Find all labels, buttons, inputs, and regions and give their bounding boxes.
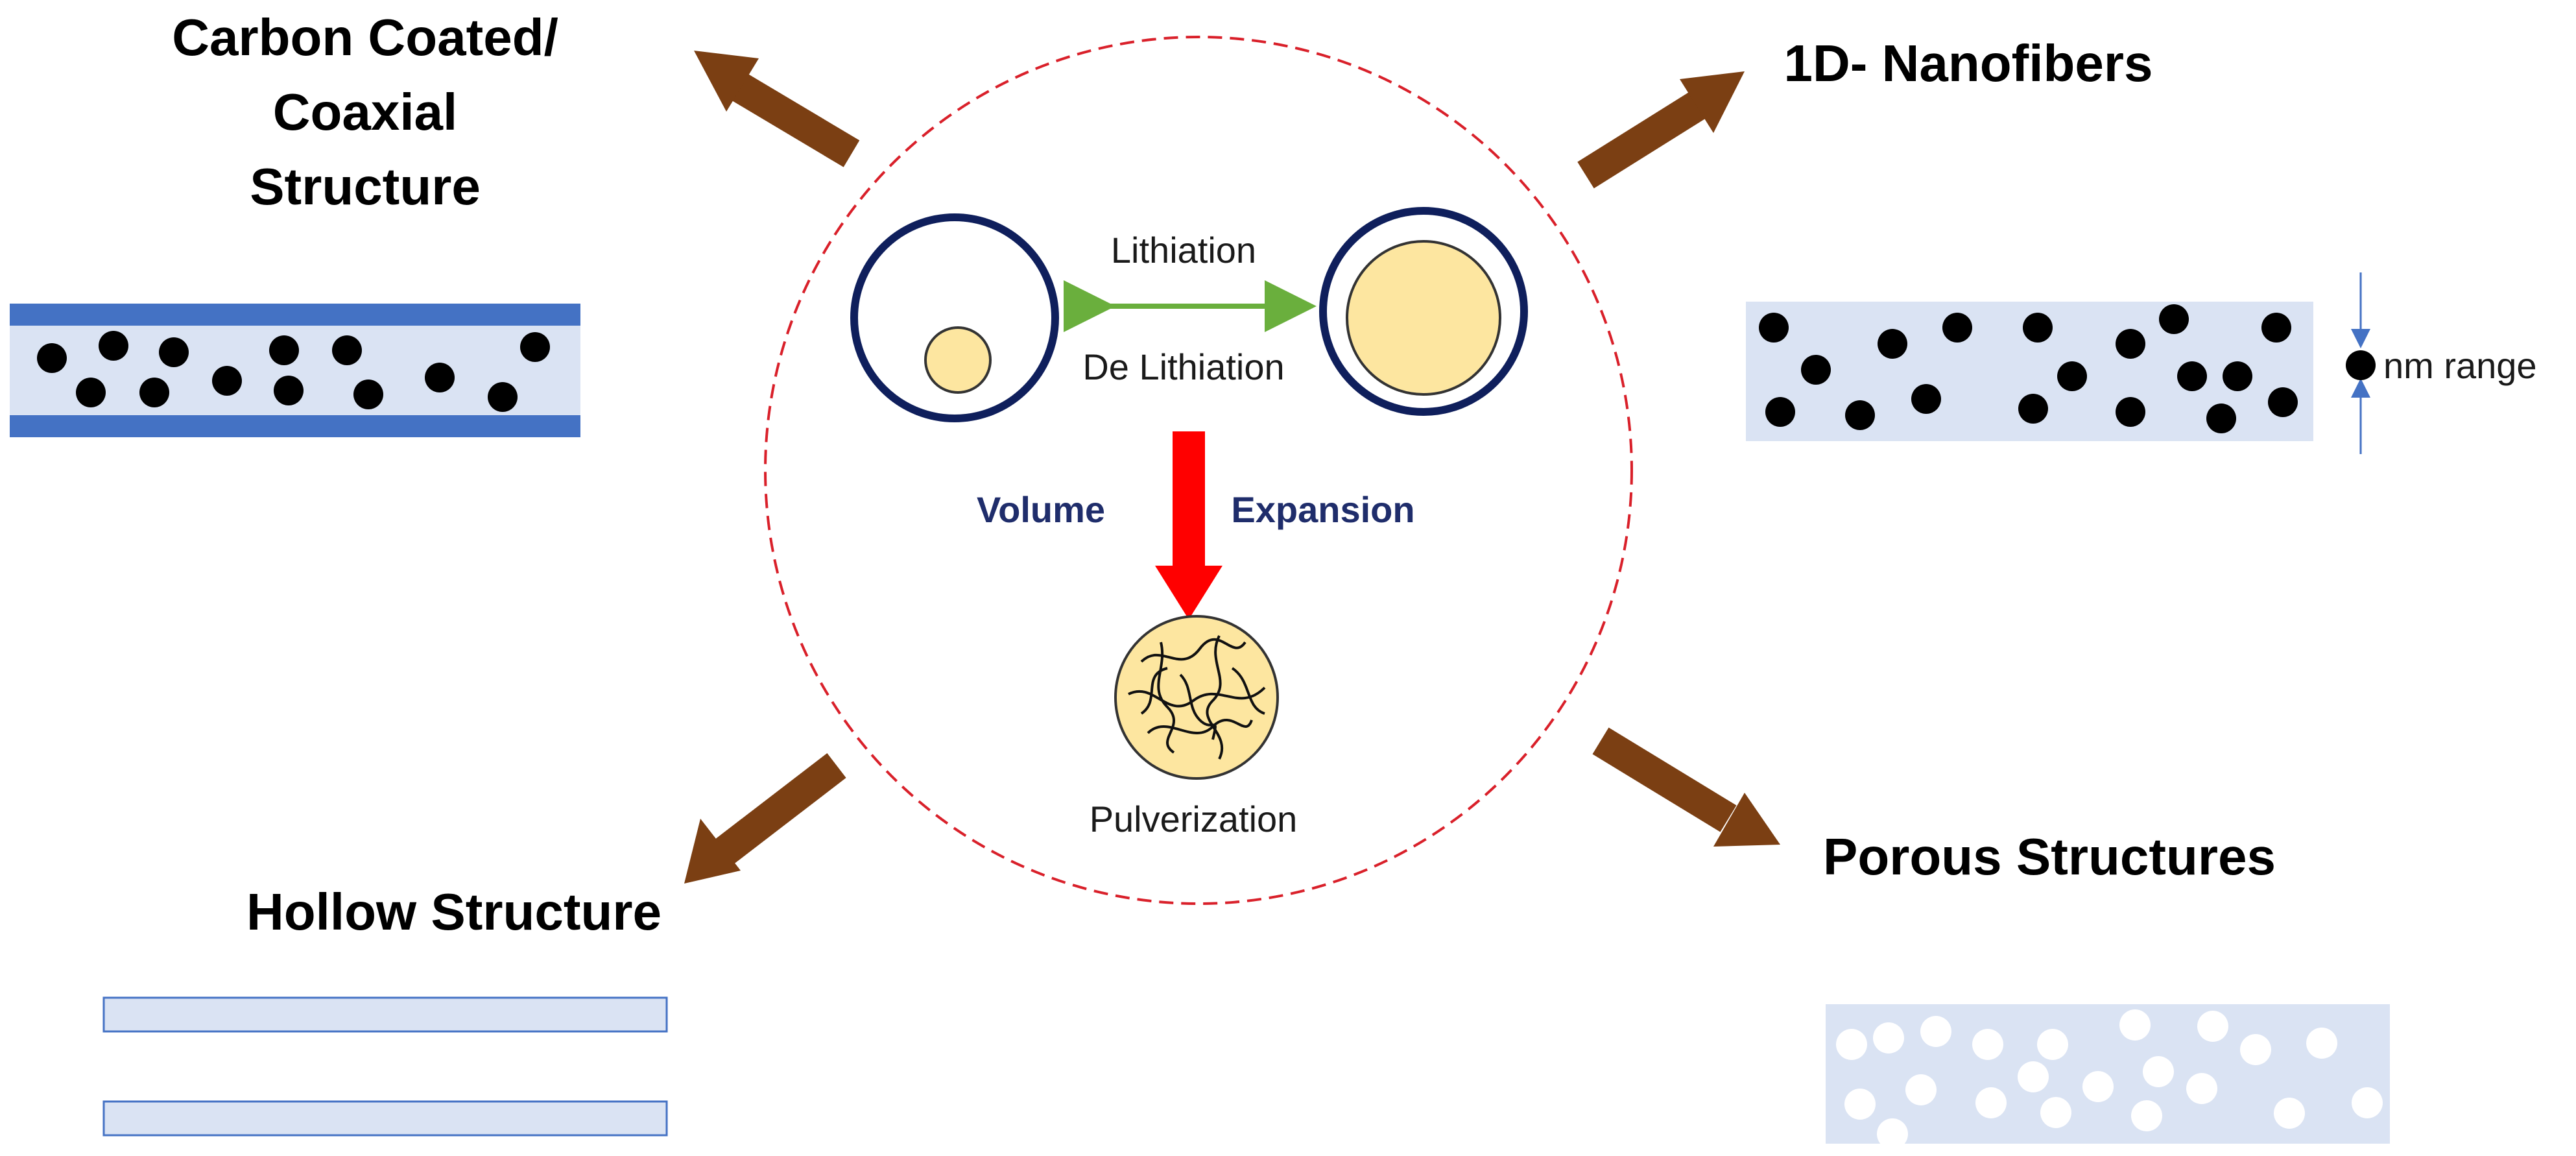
hollow-title: Hollow Structure <box>246 883 662 941</box>
arrow-to-porous <box>1592 727 1780 847</box>
nm-particle-dot <box>2346 350 2376 380</box>
expanded-particle <box>1319 207 1528 416</box>
carbon-coated-title-line1: Carbon Coated/ <box>172 8 558 66</box>
carbon-coated-title-line3: Structure <box>250 158 481 215</box>
nanofibers-title: 1D- Nanofibers <box>1784 34 2153 92</box>
nm-range-label: nm range <box>2383 345 2537 386</box>
arrow-to-hollow <box>684 753 846 884</box>
lithiation-label: Lithiation <box>1111 230 1256 271</box>
volume-label: Volume <box>977 489 1105 530</box>
arrow-to-carbon-coated <box>694 51 860 167</box>
hollow-fiber <box>102 996 668 1137</box>
pulverized-particle <box>1114 615 1279 780</box>
porous-title: Porous Structures <box>1823 828 2276 885</box>
small-particle <box>850 213 1059 422</box>
expansion-label: Expansion <box>1231 489 1414 530</box>
coaxial-fiber <box>10 304 580 437</box>
carbon-coating-top <box>10 304 580 326</box>
carbon-coated-title-line2: Coaxial <box>273 83 458 141</box>
hollow-wall-bottom <box>102 1100 668 1137</box>
arrow-to-nanofibers <box>1577 71 1745 189</box>
carbon-coating-bottom <box>10 415 580 437</box>
hollow-wall-top <box>102 996 668 1033</box>
porous-fiber <box>1826 1004 2390 1150</box>
center-dashed-circle <box>764 36 1633 905</box>
volume-expansion-arrow <box>1155 431 1222 620</box>
nm-range-indicator <box>2346 272 2376 454</box>
delithiation-label: De Lithiation <box>1082 346 1284 387</box>
pulverization-label: Pulverization <box>1090 799 1298 839</box>
nanofiber <box>1746 302 2313 441</box>
